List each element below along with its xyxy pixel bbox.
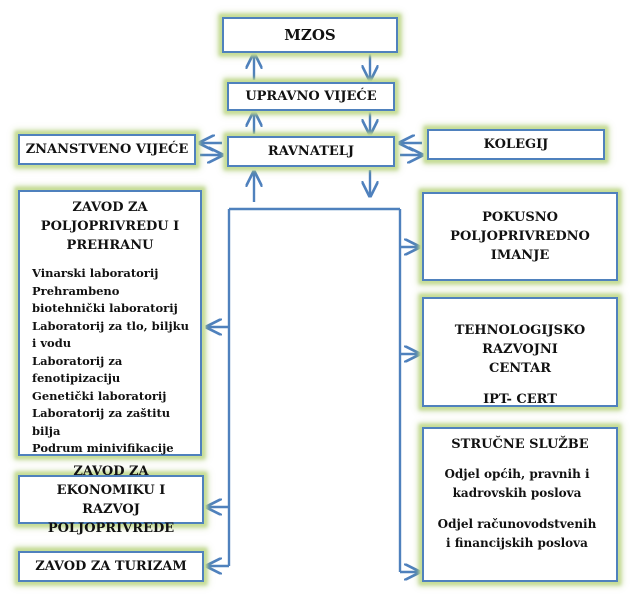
node-ravnatelj-label: RAVNATELJ (267, 143, 355, 159)
node-ravnatelj: RAVNATELJ (227, 136, 395, 167)
list-item: Laboratorij za zaštitu bilja (32, 406, 171, 438)
node-upravno-vijece-label: UPRAVNO VIJEĆE (245, 88, 377, 104)
node-tehnologijski-centar-title: TEHNOLOGIJSKO RAZVOJNI CENTAR (454, 323, 586, 376)
list-item: Prehrambeno biotehnički laboratorij (32, 283, 178, 316)
lab-list: Vinarski laboratorij Prehrambeno biotehn… (20, 265, 200, 458)
node-tehnologijski-centar: TEHNOLOGIJSKO RAZVOJNI CENTAR IPT- CERT (422, 297, 618, 407)
node-zavod-turizam-label: ZAVOD ZA TURIZAM (35, 558, 187, 574)
node-upravno-vijece: UPRAVNO VIJEĆE (227, 82, 395, 111)
node-strucne-sluzbe: STRUČNE SLUŽBE Odjel općih, pravnih i ka… (422, 427, 618, 582)
node-zavod-ekonomika-label: ZAVOD ZA EKONOMIKU I RAZVOJ POLJOPRIVRED… (47, 463, 175, 536)
list-item: Genetički laboratorij (32, 388, 167, 403)
list-item: Laboratorij za tlo, biljku i vodu (32, 318, 189, 351)
node-zavod-poljoprivreda-title: ZAVOD ZA POLJOPRIVREDU I PREHRANU (40, 200, 180, 253)
node-kolegij: KOLEGIJ (427, 129, 605, 160)
list-item: Laboratorij za fenotipizaciju (32, 353, 123, 386)
list-item: Vinarski laboratorij (32, 266, 159, 280)
node-zavod-turizam: ZAVOD ZA TURIZAM (18, 551, 204, 582)
list-item: Odjel računovodstvenih i financijskih po… (437, 517, 597, 550)
node-strucne-sluzbe-title: STRUČNE SLUŽBE (451, 437, 589, 452)
node-zavod-poljoprivreda: ZAVOD ZA POLJOPRIVREDU I PREHRANU Vinars… (18, 190, 202, 456)
node-pokusno-imanje-label: POKUSNO POLJOPRIVREDNO IMANJE (450, 210, 590, 263)
node-mzos-label: MZOS (284, 26, 336, 44)
node-kolegij-label: KOLEGIJ (483, 136, 549, 152)
node-pokusno-imanje: POKUSNO POLJOPRIVREDNO IMANJE (422, 192, 618, 281)
node-mzos: MZOS (222, 17, 398, 53)
node-zavod-ekonomika: ZAVOD ZA EKONOMIKU I RAZVOJ POLJOPRIVRED… (18, 464, 204, 536)
node-znanstveno-vijece-label: ZNANSTVENO VIJEĆE (25, 141, 189, 157)
node-tehnologijski-centar-subtitle: IPT- CERT (483, 392, 557, 407)
list-item: Odjel općih, pravnih i kadrovskih poslov… (444, 467, 590, 500)
node-znanstveno-vijece: ZNANSTVENO VIJEĆE (18, 134, 196, 165)
list-item: Podrum minivifikacije (32, 441, 174, 455)
